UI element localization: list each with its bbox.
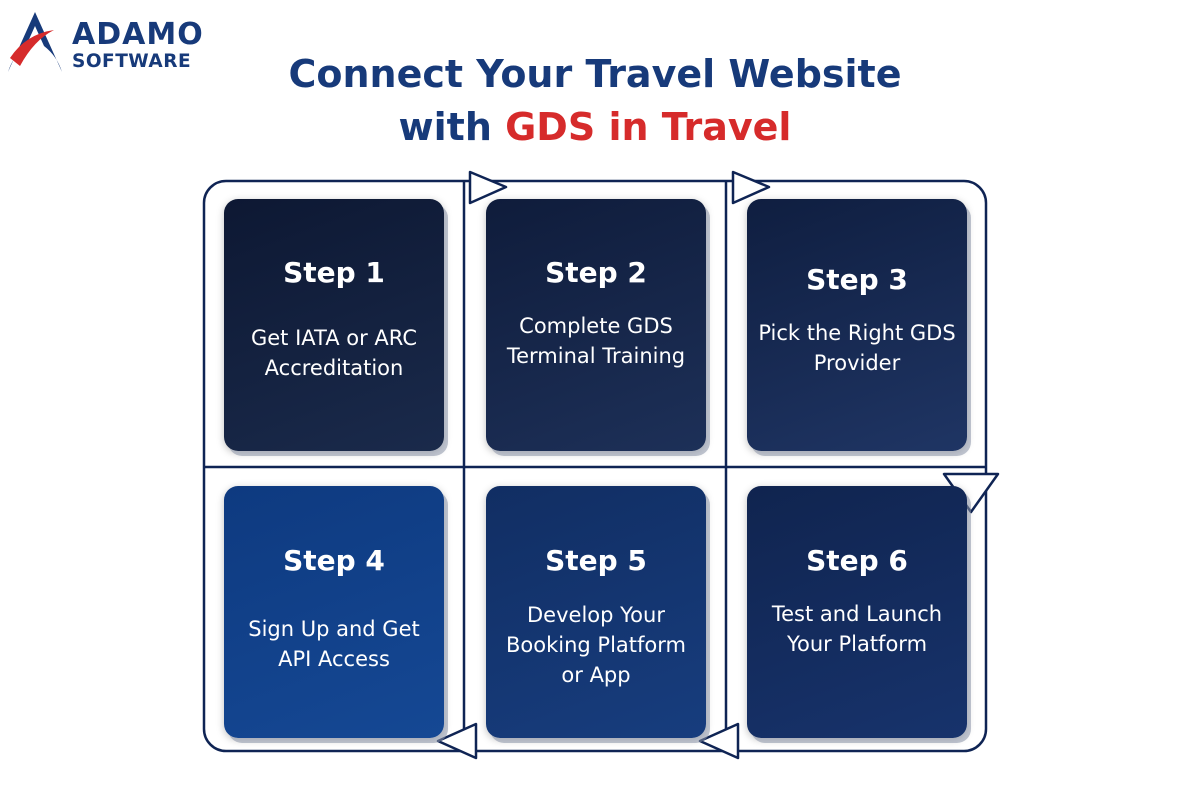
step-description: Sign Up and Get API Access [248, 617, 420, 671]
step-description: Develop Your Booking Platform or App [506, 603, 686, 687]
step-label: Step 4 [283, 544, 385, 577]
arrow-right-icon [731, 170, 771, 205]
step-label: Step 3 [806, 263, 908, 296]
title-prefix: with [398, 105, 506, 149]
step-label: Step 6 [806, 544, 908, 577]
adamo-logo-icon [8, 12, 62, 72]
step-label: Step 5 [545, 544, 647, 577]
step-card-2: Step 2 Complete GDS Terminal Training [486, 199, 706, 451]
step-label: Step 2 [545, 256, 647, 289]
page-title: Connect Your Travel Website with GDS in … [0, 48, 1190, 154]
step-description: Get IATA or ARC Accreditation [250, 326, 417, 380]
brand-logo: ADAMO SOFTWARE [4, 8, 234, 78]
step-description: Test and Launch Your Platform [771, 602, 943, 656]
step-description: Pick the Right GDS Provider [758, 321, 956, 375]
step-description: Complete GDS Terminal Training [506, 314, 686, 368]
brand-subtitle: SOFTWARE [72, 51, 192, 72]
step-card-1: Step 1 Get IATA or ARC Accreditation [224, 199, 444, 451]
arrow-left-icon [698, 722, 740, 760]
title-line-1: Connect Your Travel Website [288, 52, 902, 96]
step-card-6: Step 6 Test and Launch Your Platform [747, 486, 967, 738]
arrow-right-icon [468, 170, 508, 205]
step-label: Step 1 [283, 256, 385, 289]
brand-name: ADAMO [72, 17, 204, 52]
step-card-5: Step 5 Develop Your Booking Platform or … [486, 486, 706, 738]
title-accent: GDS in Travel [505, 105, 792, 149]
title-line-2: with GDS in Travel [0, 101, 1190, 154]
step-card-4: Step 4 Sign Up and Get API Access [224, 486, 444, 738]
step-card-3: Step 3 Pick the Right GDS Provider [747, 199, 967, 451]
arrow-left-icon [436, 722, 478, 760]
